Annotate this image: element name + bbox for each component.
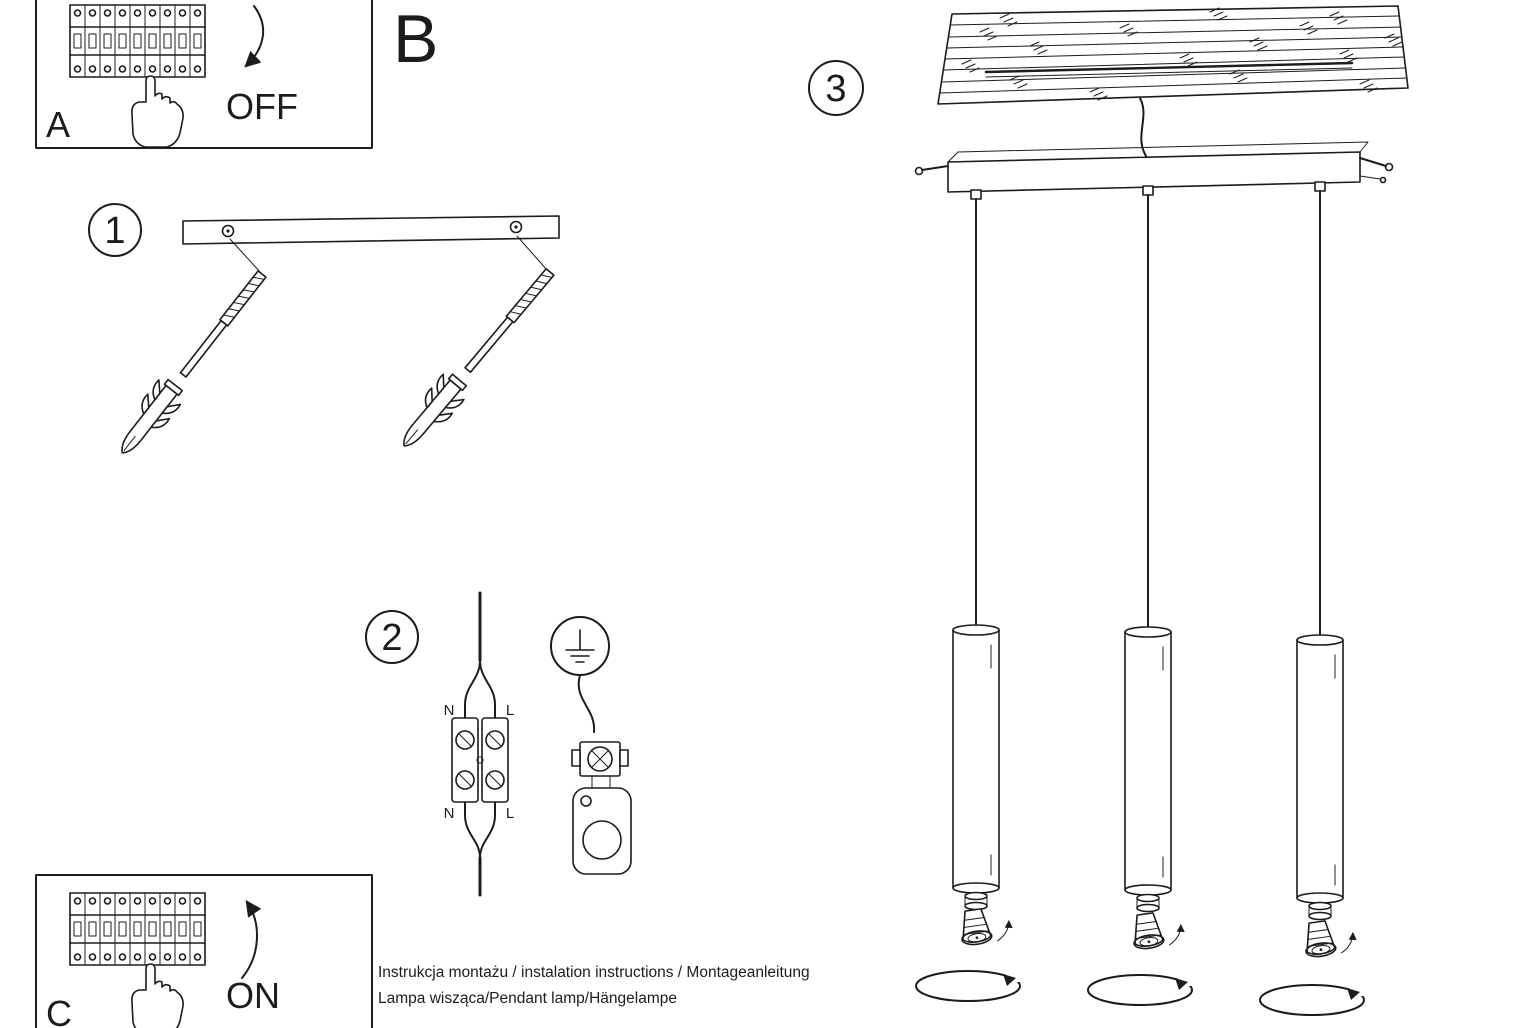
cable-connector	[571, 674, 632, 875]
on-label: ON	[226, 975, 280, 1016]
guide-line	[229, 238, 261, 273]
footer-line-1: Instrukcja montażu / instalation instruc…	[378, 964, 810, 981]
rotation-arrow-icon	[1259, 984, 1366, 1016]
step-1-badge	[88, 203, 142, 257]
panel-b-label: B	[393, 1, 438, 77]
panel-c-border	[35, 874, 373, 1028]
pendant-1	[915, 198, 1022, 1002]
curved-arrow-up-icon	[241, 900, 262, 979]
mounting-bracket	[182, 215, 560, 245]
step-3: 3	[808, 5, 1409, 1016]
panel-a-border	[35, 0, 373, 149]
cable-hanger	[1314, 181, 1326, 192]
step-3-number: 3	[825, 68, 846, 110]
rotation-arrow-icon	[1087, 974, 1194, 1006]
terminal-block	[451, 717, 509, 803]
breaker-panel-icon	[69, 892, 206, 966]
cable-hanger	[1142, 185, 1154, 196]
panel-a: OFF A	[35, 0, 373, 149]
footer-line-2: Lampa wisząca/Pendant lamp/Hängelampe	[378, 990, 677, 1007]
wall-plug-right-icon	[390, 260, 564, 458]
step-3-badge	[808, 60, 864, 116]
curved-arrow-down-icon	[244, 5, 265, 68]
terminal-n-bottom-label: N	[444, 805, 455, 822]
cable-hanger	[970, 189, 982, 200]
off-label: OFF	[226, 86, 298, 127]
footer: Instrukcja montażu / instalation instruc…	[378, 964, 810, 1007]
ceiling-planks	[937, 5, 1409, 105]
pointing-hand-icon	[131, 75, 184, 148]
step-1: 1	[88, 203, 564, 464]
gu10-bulb-icon	[957, 907, 1013, 948]
twist-arrow-icon	[997, 919, 1013, 942]
ground-symbol-icon	[550, 616, 610, 676]
gu10-bulb-icon	[1129, 911, 1185, 952]
gu10-bulb-icon	[1301, 919, 1357, 960]
rotation-arrow-icon	[915, 970, 1022, 1002]
pendant-2	[1087, 194, 1194, 1006]
terminal-l-bottom-label: L	[506, 805, 514, 822]
panel-c-label: C	[46, 993, 72, 1028]
guide-line	[516, 235, 548, 271]
step-2-number: 2	[381, 617, 402, 659]
step-1-number: 1	[104, 210, 125, 252]
pointing-hand-icon	[131, 963, 184, 1028]
step-2: 2 N L N L	[365, 591, 632, 897]
step-2-badge	[365, 610, 419, 664]
mounting-rail	[914, 141, 1394, 200]
terminal-n-top-label: N	[444, 702, 455, 719]
power-cable	[1139, 97, 1147, 157]
panel-a-label: A	[46, 104, 70, 145]
twist-arrow-icon	[1341, 931, 1357, 954]
pendant-3	[1259, 190, 1366, 1016]
panel-c: ON C	[35, 874, 373, 1028]
wall-plug-left-icon	[108, 263, 276, 464]
twist-arrow-icon	[1169, 923, 1185, 946]
terminal-l-top-label: L	[506, 702, 514, 719]
power-wire	[464, 591, 496, 897]
breaker-panel-icon	[69, 4, 206, 78]
